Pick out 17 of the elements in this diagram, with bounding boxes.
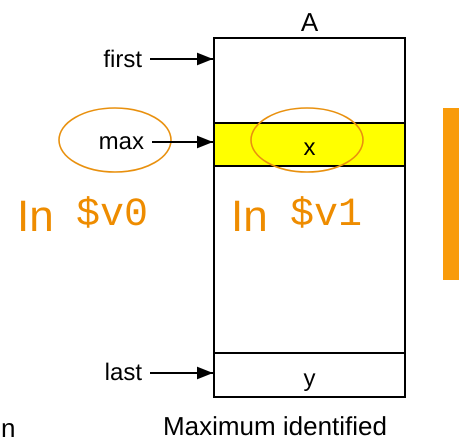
array-name: A — [300, 8, 320, 36]
arrow — [150, 52, 213, 66]
label-text: In — [17, 195, 54, 239]
arrow — [150, 366, 213, 380]
array-cell — [215, 122, 404, 167]
label-text: n — [1, 415, 16, 441]
array-frame — [213, 37, 406, 398]
pointer-label: max — [82, 127, 144, 157]
label-text: In — [231, 195, 268, 239]
arrow — [152, 136, 213, 148]
cell-value: x — [304, 133, 316, 163]
pointer-label: last — [86, 358, 142, 388]
cell-value: y — [304, 364, 316, 394]
label-text: $v0 — [76, 196, 148, 236]
label-text: $v1 — [290, 196, 362, 236]
label-text: Maximum identified — [163, 413, 387, 439]
pointer-label: first — [80, 45, 142, 75]
